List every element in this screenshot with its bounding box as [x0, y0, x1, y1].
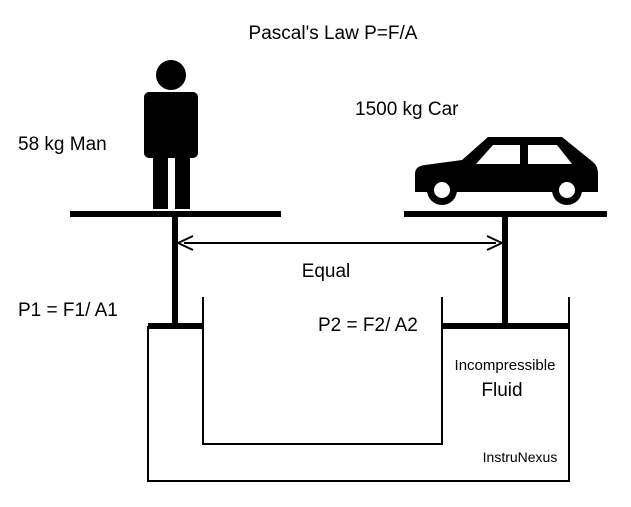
p2-label: P2 = F2/ A2	[318, 315, 418, 336]
car-icon	[415, 137, 598, 205]
container-outer-wall	[147, 297, 570, 482]
equal-label: Equal	[302, 261, 351, 282]
p1-label: P1 = F1/ A1	[18, 300, 118, 321]
watermark-label: InstruNexus	[483, 449, 558, 465]
container-inner-wall	[202, 297, 443, 445]
diagram-title: Pascal's Law P=F/A	[249, 23, 418, 44]
car-label: 1500 kg Car	[355, 99, 459, 120]
equal-arrow	[177, 235, 503, 251]
fluid-label-line2: Fluid	[481, 380, 522, 401]
man-label: 58 kg Man	[18, 134, 107, 155]
person-icon	[144, 60, 198, 209]
fluid-label-line1: Incompressible	[455, 357, 556, 374]
